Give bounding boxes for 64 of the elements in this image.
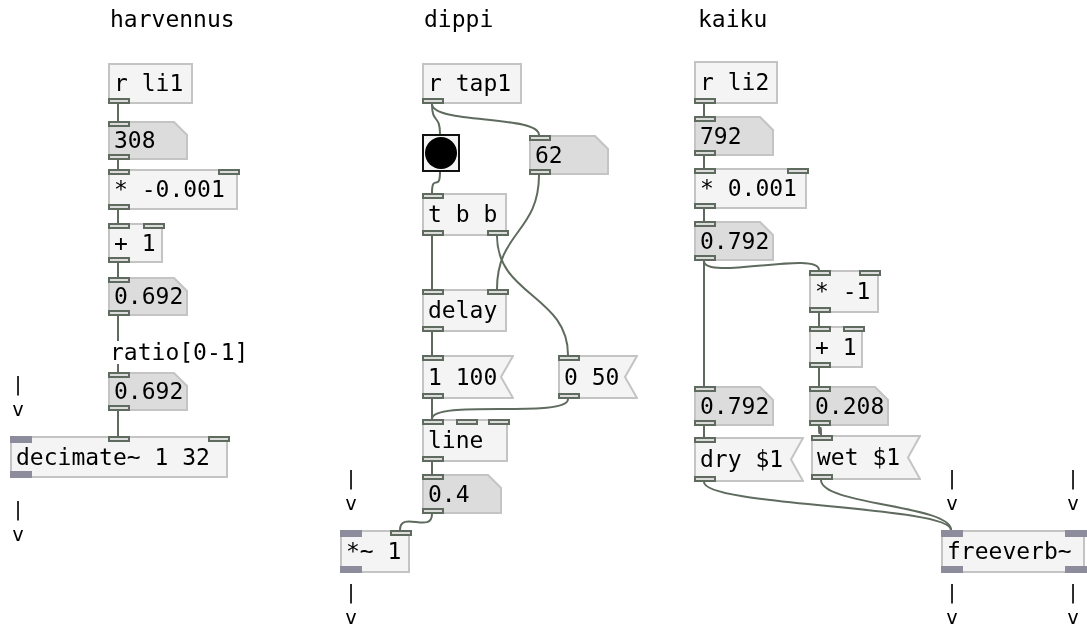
patch-cord	[496, 174, 540, 290]
object-box: * -0.001	[108, 169, 238, 210]
message-box: 1 100	[422, 355, 514, 399]
patch-cord	[818, 425, 822, 436]
patch-cord	[703, 155, 705, 169]
patch-cord	[117, 103, 119, 122]
number-box: 0.792	[694, 221, 774, 261]
patch-cord	[496, 235, 569, 356]
object-box: t b b	[422, 193, 507, 236]
object-box: * -1	[809, 270, 879, 313]
object-box: delay	[422, 289, 507, 332]
patch-cord	[703, 481, 952, 531]
message-box: wet $1	[811, 435, 921, 480]
signal-arrow-comment: | v	[12, 497, 25, 547]
signal-arrow-comment: | v	[345, 580, 358, 630]
patch-cord	[117, 159, 119, 170]
number-box: 0.692	[108, 372, 188, 411]
object-box: + 1	[809, 326, 863, 368]
object-box: r li1	[108, 63, 193, 104]
signal-arrow-comment: | v	[946, 466, 959, 516]
object-box: decimate~ 1 32	[10, 436, 228, 478]
number-box: 792	[694, 116, 774, 156]
patch-cord	[431, 398, 569, 420]
number-box: 0.208	[809, 386, 889, 426]
message-box: 0 50	[558, 355, 638, 399]
object-box: *~ 1	[340, 530, 410, 573]
patch-cord	[818, 312, 820, 327]
patch-cord	[431, 103, 540, 136]
bang-button	[422, 134, 460, 172]
signal-arrow-comment: | v	[12, 372, 25, 422]
patch-cord	[431, 235, 433, 290]
object-box: line	[422, 419, 508, 462]
object-box: r li2	[694, 61, 778, 104]
object-box: * 0.001	[694, 168, 807, 209]
patch-cord	[431, 398, 433, 420]
patch-cord	[703, 260, 820, 271]
number-box: 308	[108, 121, 188, 160]
number-box: 0.4	[422, 474, 502, 514]
number-box: 62	[529, 135, 609, 175]
number-box: 0.692	[108, 277, 188, 316]
patch-cord	[703, 208, 705, 222]
message-box: dry $1	[694, 437, 804, 482]
object-box: + 1	[108, 223, 163, 263]
signal-arrow-comment: | v	[1067, 580, 1080, 630]
signal-arrow-comment: | v	[345, 466, 358, 516]
patch-cord	[431, 461, 433, 475]
patch-cord	[431, 103, 441, 135]
number-box: 0.792	[694, 386, 774, 426]
patch-cord	[117, 209, 119, 224]
patch-cord	[117, 410, 119, 437]
patch-cord	[820, 479, 952, 531]
patch-cord	[431, 171, 441, 194]
patch-cord	[703, 260, 705, 387]
signal-arrow-comment: | v	[946, 580, 959, 630]
patch-cord	[703, 425, 705, 438]
patch-cord	[431, 331, 433, 356]
patch-cord	[818, 367, 820, 387]
comment-text: dippi	[424, 8, 494, 31]
signal-arrow-comment: | v	[1067, 466, 1080, 516]
patch-cord	[703, 103, 705, 117]
patch-cord	[117, 262, 119, 278]
object-box: r tap1	[422, 63, 522, 104]
object-box: freeverb~	[941, 530, 1085, 573]
patch-cord	[399, 513, 433, 531]
